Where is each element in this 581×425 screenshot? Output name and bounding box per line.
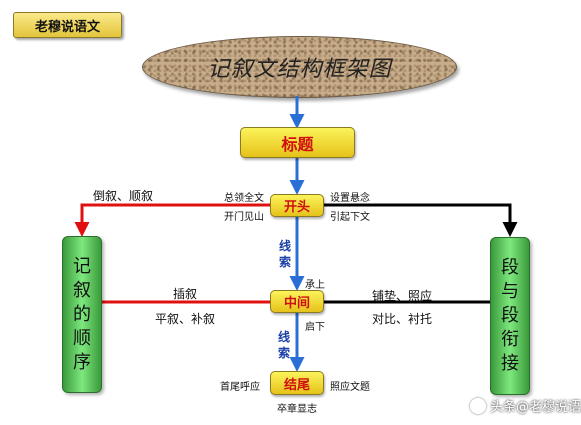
para-char: 段 [501,305,519,326]
para-char: 衔 [501,329,519,350]
para-char: 段 [501,257,519,278]
label-shezhixuannian: 设置悬念 [330,193,370,204]
label-qixia: 启下 [305,322,325,333]
label-zonglingquanwen: 总领全文 [224,193,264,204]
label-duibi-chentuo: 对比、衬托 [372,312,433,326]
label-xiansuo-upper: 线 索 [278,239,291,269]
diagram-title: 记叙文结构框架图 [207,57,392,82]
label-kaimenjianshan: 开门见山 [224,212,264,223]
order-char: 叙 [73,279,91,301]
para-char: 接 [501,353,519,374]
label-xiansuo-lower: 线 索 [277,330,290,360]
node-ending: 结尾 [270,371,324,395]
red-line-opening-to-order [74,203,270,237]
label-pudian-zhaoying: 铺垫、照应 [372,289,433,303]
order-char: 记 [73,255,91,277]
order-char: 顺 [73,327,91,349]
order-char: 的 [73,303,91,325]
para-char: 与 [501,281,519,302]
label-daoxu-shunxu: 倒叙、顺叙 [93,189,154,203]
label-chengshang: 承上 [305,280,325,291]
black-line-opening-to-para [324,203,518,237]
label-shouweihuying: 首尾呼应 [220,382,260,393]
watermark: 头条@老穆说语文 [470,396,581,415]
node-middle: 中间 [270,290,324,313]
diagram-title-ellipse: 记叙文结构框架图 [142,36,457,98]
node-title: 标题 [240,127,355,158]
label-chaxu: 插叙 [173,287,198,301]
label-zhaoyingwenti: 照应文题 [330,382,370,393]
label-pingxu-buxu: 平叙、补叙 [155,312,216,326]
box-narrative-order: 记 叙 的 顺 序 [62,236,102,393]
box-paragraph-transition: 段 与 段 衔 接 [490,237,530,395]
watermark-text: 头条@老穆说语文 [490,400,581,415]
label-yinqixiawen: 引起下文 [330,212,370,223]
author-badge: 老穆说语文 [13,12,122,38]
order-char: 序 [73,351,91,373]
node-opening: 开头 [270,194,324,217]
label-zuzhangxianzhi: 卒章显志 [277,404,317,415]
toutiao-logo-icon [470,397,486,414]
